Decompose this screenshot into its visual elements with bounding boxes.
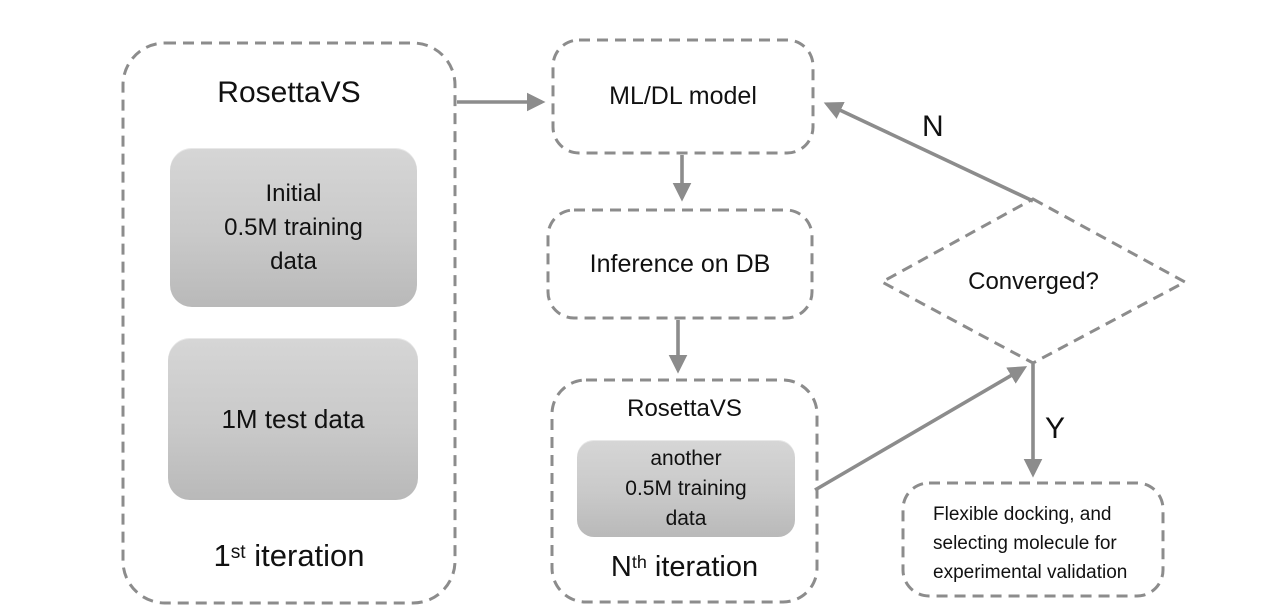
left-iteration-container-outline xyxy=(121,41,457,605)
initial-training-data-box: Initial 0.5M training data xyxy=(170,148,417,307)
first-iteration-caption: 1st iteration xyxy=(213,538,365,573)
another-training-data-label: another 0.5M training data xyxy=(625,446,747,530)
ml-model-box-outline xyxy=(551,38,815,155)
inference-label: Inference on DB xyxy=(589,249,771,278)
another-training-data-box: another 0.5M training data xyxy=(577,440,795,537)
arrow-nth-iteration-to-decision xyxy=(814,366,1028,492)
left-group-title: RosettaVS xyxy=(217,76,361,109)
test-data-label: 1M test data xyxy=(221,403,365,434)
initial-training-data-label: Initial 0.5M training data xyxy=(224,179,363,275)
ml-model-label: ML/DL model xyxy=(609,82,757,110)
ml-model-box: ML/DL model xyxy=(553,40,813,153)
edge-label-yes: Y xyxy=(1045,412,1066,445)
test-data-box: 1M test data xyxy=(168,338,418,500)
arrow-decision-no-to-model xyxy=(823,101,1034,203)
converged-decision-diamond xyxy=(878,197,1189,365)
edge-label-no: N xyxy=(922,110,944,143)
nth-iteration-container-outline xyxy=(550,378,819,604)
final-step-box-outline xyxy=(901,481,1165,598)
inference-box: Inference on DB xyxy=(548,210,812,318)
inference-box-outline xyxy=(546,208,814,320)
nth-group-title: RosettaVS xyxy=(627,395,742,422)
nth-iteration-caption: Nth iteration xyxy=(610,551,759,583)
decision-label: Converged? xyxy=(968,268,1099,295)
final-step-box: Flexible docking, and selecting molecule… xyxy=(933,504,1128,583)
